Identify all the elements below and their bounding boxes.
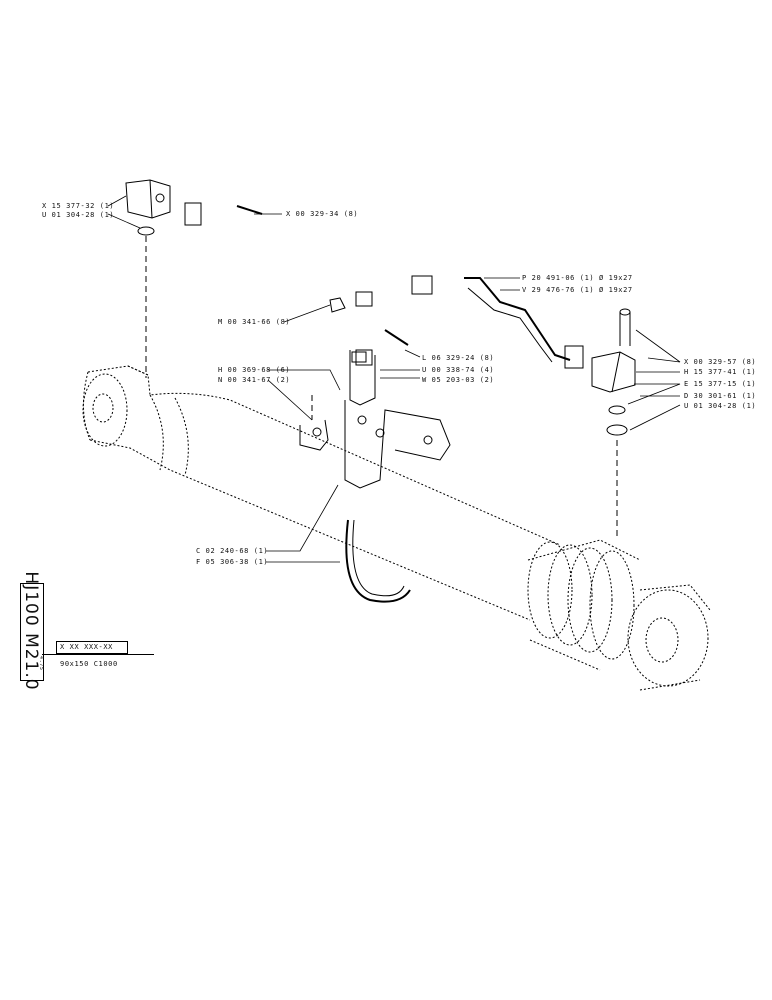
label-m00341-66: M 00 341-66 (8) [218, 318, 291, 326]
part-number: X XX XXX-XX [60, 643, 113, 651]
pipe-assembly [411, 275, 584, 369]
label-x15377-32: X 15 377-32 (1) [42, 202, 115, 210]
hose-pipe [345, 519, 411, 603]
title-frame [20, 583, 44, 681]
label-x00329-57: X 00 329-57 (8) [684, 358, 757, 366]
port-block-right [591, 308, 636, 436]
label-f05306-38: F 05 306-38 (1) [196, 558, 269, 566]
bracket-block [299, 350, 451, 489]
revision-date: 4.75 [38, 656, 44, 671]
part-number-box [56, 641, 128, 654]
label-w05203-03: W 05 203-03 (2) [422, 376, 495, 384]
cylinder-body [82, 365, 561, 621]
label-u01304-28: U 01 304-28 (1) [42, 211, 115, 219]
port-block-left [125, 179, 263, 236]
cylinder-head [527, 539, 711, 691]
label-e15377-15: E 15 377-15 (1) [684, 380, 757, 388]
label-l06329-24: L 06 329-24 (8) [422, 354, 495, 362]
title-divider [42, 654, 154, 655]
label-u00338-74: U 00 338-74 (4) [422, 366, 495, 374]
label-h15377-41: H 15 377-41 (1) [684, 368, 757, 376]
label-c02240-68: C 02 240-68 (1) [196, 547, 269, 555]
label-v29476-76: V 29 476-76 (1) Ø 19x27 [522, 286, 633, 294]
description: 90x150 C1000 [60, 660, 118, 668]
label-n00341-67: N 00 341-67 (2) [218, 376, 291, 384]
leader-lines [107, 195, 681, 563]
center-lines [145, 236, 618, 540]
label-u01304-28b: U 01 304-28 (1) [684, 402, 757, 410]
label-d30301-61: D 30 301-61 (1) [684, 392, 757, 400]
label-x00329-34: X 00 329-34 (8) [286, 210, 359, 218]
label-p20491-06: P 20 491-06 (1) Ø 19x27 [522, 274, 633, 282]
label-h00369-68: H 00 369-68 (6) [218, 366, 291, 374]
